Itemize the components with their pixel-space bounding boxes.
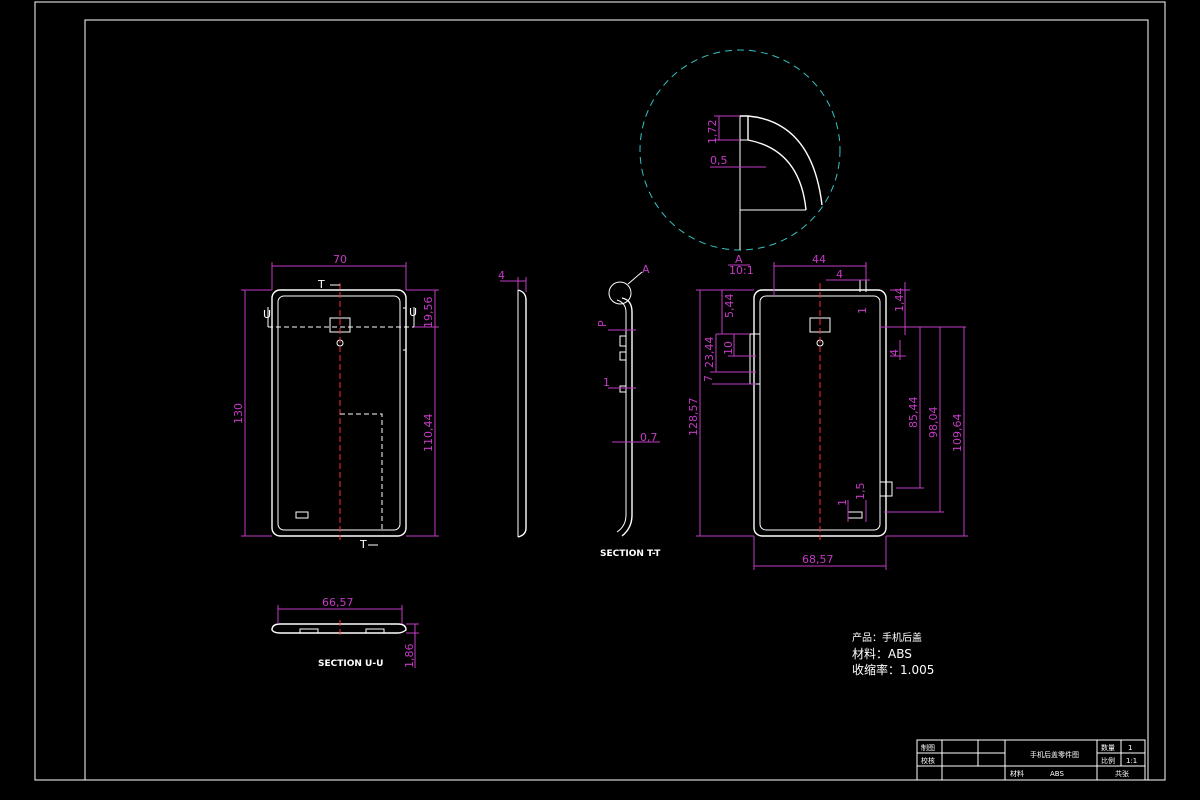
dim-4-rear-top: 4 bbox=[836, 268, 843, 281]
side-outline bbox=[517, 289, 527, 538]
sheet-inner-border bbox=[84, 19, 1149, 781]
dim-44: 44 bbox=[812, 253, 826, 266]
dim-4-rear-right: 4 bbox=[888, 349, 901, 356]
section-uu-view: 66,57 1,86 SECTION U-U bbox=[271, 596, 419, 669]
dim-7: 7 bbox=[702, 375, 715, 382]
tb-quantity-label: 数量 bbox=[1101, 743, 1115, 752]
dim-1-86: 1,86 bbox=[403, 644, 416, 669]
section-u-label-left: U bbox=[263, 308, 271, 321]
section-u-label-right: U bbox=[409, 306, 417, 319]
section-tt-inner bbox=[616, 299, 627, 533]
battery-outline bbox=[340, 413, 383, 530]
front-outline bbox=[271, 289, 407, 537]
detail-a-inner-arc bbox=[747, 116, 807, 211]
tb-scale-value: 1:1 bbox=[1126, 757, 1137, 765]
rear-view: 44 4 1 1,44 128,57 5,44 10 23,44 7 4 85,… bbox=[687, 253, 968, 570]
section-tt-view: A P 1 0,7 SECTION T-T bbox=[596, 263, 661, 559]
dim-1-rear-bottom: 1 bbox=[836, 499, 849, 506]
front-inner-outline bbox=[277, 295, 401, 531]
side-key-notch bbox=[403, 307, 407, 351]
technical-notes: 产品：手机后盖 材料：ABS 收缩率：1.005 bbox=[852, 631, 934, 677]
dim-1-tt: 1 bbox=[603, 376, 610, 389]
section-tt-title: SECTION T-T bbox=[600, 549, 661, 559]
dim-1-rear-top: 1 bbox=[856, 307, 869, 314]
tb-sheet-label: 共张 bbox=[1115, 769, 1129, 778]
dim-1-5: 1,5 bbox=[854, 483, 867, 501]
detail-a-scale: 10:1 bbox=[729, 264, 754, 277]
sheet-outer-border bbox=[34, 1, 1166, 781]
note-material: 材料：ABS bbox=[852, 647, 912, 661]
dim-68-57: 68,57 bbox=[802, 553, 834, 566]
tb-checker-label: 校核 bbox=[921, 756, 935, 765]
dim-110-44: 110,44 bbox=[422, 414, 435, 453]
detail-a-name: A bbox=[735, 253, 743, 266]
dim-p: P bbox=[596, 320, 609, 327]
detail-a-view: 1,72 0,5 A 10:1 bbox=[639, 49, 841, 277]
detail-a-callout-circle bbox=[608, 281, 632, 305]
front-view: T T U U 70 130 19,56 110,44 bbox=[232, 253, 439, 551]
dim-19-56: 19,56 bbox=[422, 297, 435, 329]
dim-128-57: 128,57 bbox=[687, 398, 700, 437]
section-uu-outline bbox=[271, 623, 407, 634]
dim-0-7: 0,7 bbox=[640, 431, 658, 444]
tb-scale-label: 比例 bbox=[1101, 756, 1115, 765]
section-t-label-bottom: T bbox=[359, 538, 367, 551]
tb-quantity-value: 1 bbox=[1128, 744, 1132, 752]
section-tt-outer bbox=[621, 297, 633, 537]
dim-10: 10 bbox=[722, 341, 735, 355]
dim-4-side: 4 bbox=[498, 269, 505, 282]
side-view: 4 bbox=[498, 269, 527, 538]
tb-material-value: ABS bbox=[1050, 770, 1064, 778]
dim-98-04: 98,04 bbox=[927, 407, 940, 439]
detail-a-outer-arc bbox=[740, 115, 823, 206]
section-t-label-top: T bbox=[317, 278, 325, 291]
dim-109-64: 109,64 bbox=[951, 414, 964, 453]
title-block: 制图 校核 手机后盖零件图 数量 1 比例 1:1 材料 ABS 共张 bbox=[916, 739, 1146, 781]
tb-drafter-label: 制图 bbox=[921, 743, 935, 752]
note-shrinkage: 收缩率：1.005 bbox=[852, 662, 934, 677]
dim-23-44: 23,44 bbox=[703, 337, 716, 369]
detail-a-ref: A bbox=[642, 263, 650, 276]
note-product: 产品：手机后盖 bbox=[852, 631, 922, 644]
section-uu-title: SECTION U-U bbox=[318, 659, 383, 669]
dim-1-44: 1,44 bbox=[893, 288, 906, 313]
tb-drawing-title: 手机后盖零件图 bbox=[1030, 750, 1079, 759]
speaker-slot bbox=[295, 511, 309, 519]
dim-0-5: 0,5 bbox=[710, 154, 728, 167]
dim-85-44: 85,44 bbox=[907, 397, 920, 429]
tb-material-label: 材料 bbox=[1010, 769, 1024, 778]
dim-130: 130 bbox=[232, 403, 245, 424]
dim-1-72: 1,72 bbox=[706, 120, 719, 145]
dim-5-44: 5,44 bbox=[723, 294, 736, 319]
dim-70: 70 bbox=[333, 253, 347, 266]
dim-66-57: 66,57 bbox=[322, 596, 354, 609]
